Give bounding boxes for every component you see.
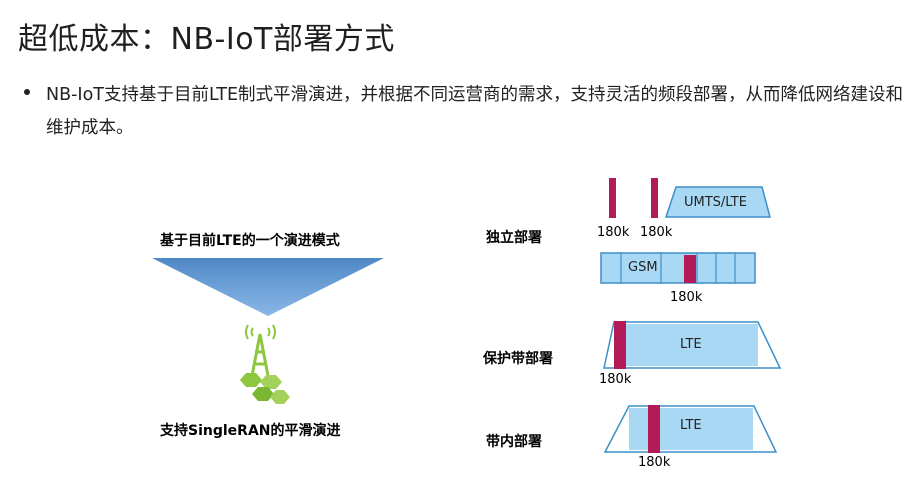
evolution-mode-label: 基于目前LTE的一个演进模式 xyxy=(160,233,340,249)
standalone-freq-2: 180k xyxy=(640,225,673,240)
nb-carrier-standalone-2 xyxy=(651,178,658,218)
guardband-freq: 180k xyxy=(599,372,632,387)
guardband-label: 保护带部署 xyxy=(483,351,553,367)
inband-label: 带内部署 xyxy=(486,434,542,450)
umts-lte-band xyxy=(664,186,771,218)
page-title: 超低成本：NB-IoT部署方式 xyxy=(18,22,395,57)
standalone-freq-1: 180k xyxy=(597,225,630,240)
guardband-lte-band xyxy=(614,324,758,366)
standalone-label: 独立部署 xyxy=(486,230,542,246)
evolution-triangle xyxy=(152,258,384,316)
guardband-lte-label: LTE xyxy=(680,337,702,352)
gsm-freq: 180k xyxy=(670,290,703,305)
inband-freq: 180k xyxy=(638,455,671,470)
antenna-tower-icon xyxy=(240,324,290,404)
gsm-band xyxy=(600,252,756,284)
nb-carrier-gsm xyxy=(684,255,696,283)
bullet-text: NB-IoT支持基于目前LTE制式平滑演进，并根据不同运营商的需求，支持灵活的频… xyxy=(46,85,904,138)
nb-carrier-inband xyxy=(648,405,660,453)
nb-carrier-standalone-1 xyxy=(609,178,616,218)
gsm-label: GSM xyxy=(628,260,658,275)
umts-lte-label: UMTS/LTE xyxy=(684,195,747,210)
singleran-label: 支持SingleRAN的平滑演进 xyxy=(160,423,341,439)
nb-carrier-guardband xyxy=(614,321,626,369)
bullet-dot xyxy=(24,89,30,95)
inband-lte-label: LTE xyxy=(680,418,702,433)
